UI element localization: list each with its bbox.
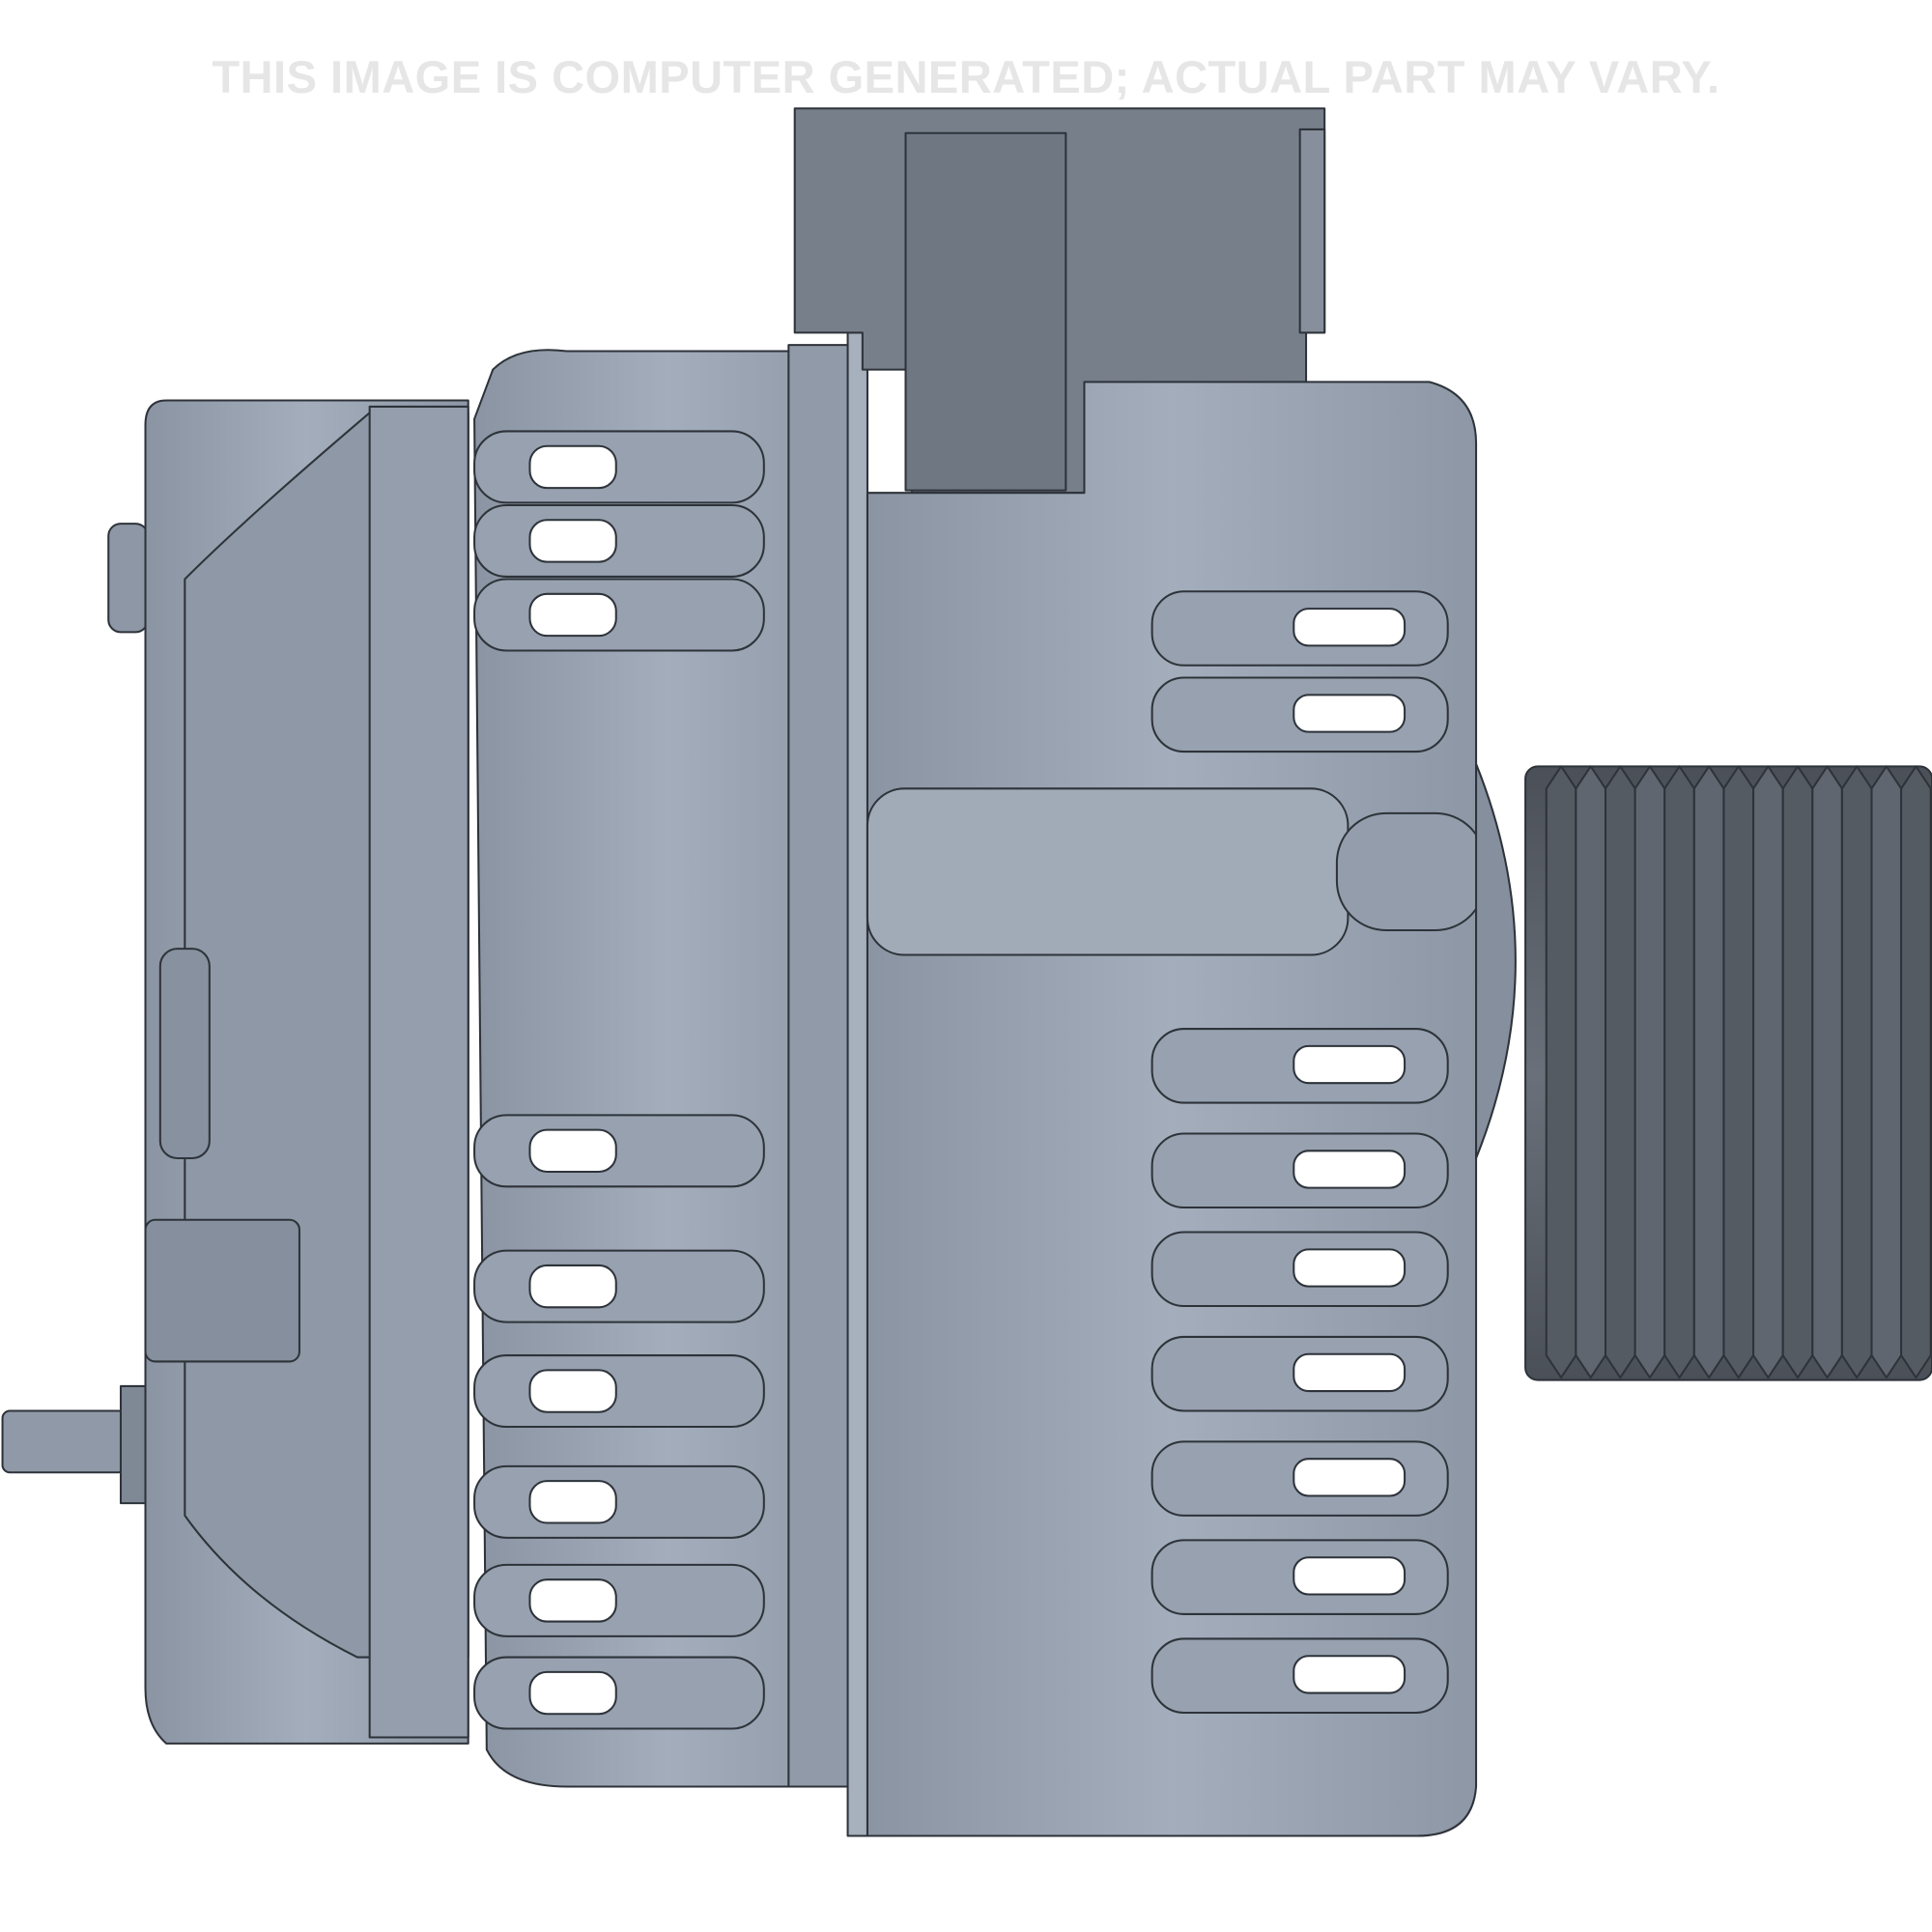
front-vent-opening	[1293, 1458, 1406, 1497]
pulley-rib	[1692, 765, 1725, 1379]
rear-cooling-fin	[473, 1249, 765, 1323]
pulley-rib	[1840, 765, 1873, 1379]
rear-cooling-fin	[473, 1656, 765, 1730]
front-vent-opening	[1293, 1044, 1406, 1085]
stud-nut	[119, 1384, 147, 1505]
terminal-stud	[1, 1409, 128, 1474]
rear-connector	[144, 1218, 300, 1363]
rear-vent-opening	[528, 1264, 617, 1309]
rear-cooling-fin	[473, 1464, 765, 1539]
rear-vent-opening	[528, 444, 617, 490]
pulley-rib	[1604, 765, 1636, 1379]
front-vent-opening	[1293, 1556, 1406, 1596]
pulley-rib	[1722, 765, 1755, 1379]
rear-vent-opening	[528, 1128, 617, 1174]
rear-vent-opening	[528, 1578, 617, 1623]
pulley-rib	[1575, 765, 1607, 1379]
pulley-rib	[1663, 765, 1695, 1379]
rear-cooling-fin	[473, 430, 765, 504]
disclaimer-watermark: THIS IMAGE IS COMPUTER GENERATED; ACTUAL…	[212, 51, 1720, 102]
rear-cooling-fin	[473, 503, 765, 578]
front-vent-opening	[1293, 1352, 1406, 1393]
rear-cover-rim	[368, 405, 469, 1739]
rear-vent-opening	[528, 1670, 617, 1716]
rear-vent-opening	[528, 1480, 617, 1524]
rear-vent-opening	[528, 592, 617, 638]
rear-cooling-fin	[473, 1563, 765, 1637]
pulley-rib	[1634, 765, 1666, 1379]
front-vent-opening	[1293, 1248, 1406, 1288]
pulley-rib	[1900, 765, 1932, 1379]
front-vent-opening	[1293, 608, 1406, 647]
rear-bolt	[107, 523, 150, 634]
rear-vent-opening	[528, 519, 617, 563]
rear-cooling-fin	[473, 1354, 765, 1429]
pulley-rib	[1811, 765, 1843, 1379]
front-vent-opening	[1293, 694, 1406, 733]
front-hub	[866, 787, 1350, 956]
bracket-face	[904, 131, 1067, 492]
rear-cooling-fin	[473, 578, 765, 652]
front-vent-opening	[1293, 1150, 1406, 1189]
pulley-rib	[1870, 765, 1903, 1379]
front-hub-boss	[1335, 811, 1487, 932]
rear-slot	[158, 948, 211, 1159]
front-bearing-face	[1475, 762, 1517, 1159]
pulley-rib	[1781, 765, 1814, 1379]
rear-vent-opening	[528, 1369, 617, 1413]
rear-cooling-fin	[473, 1114, 765, 1188]
front-vent-opening	[1293, 1655, 1406, 1694]
bracket-boss	[1298, 128, 1326, 334]
pulley-rib	[1752, 765, 1784, 1379]
pulley-rib	[1545, 765, 1577, 1379]
stator-ring	[846, 331, 868, 1837]
